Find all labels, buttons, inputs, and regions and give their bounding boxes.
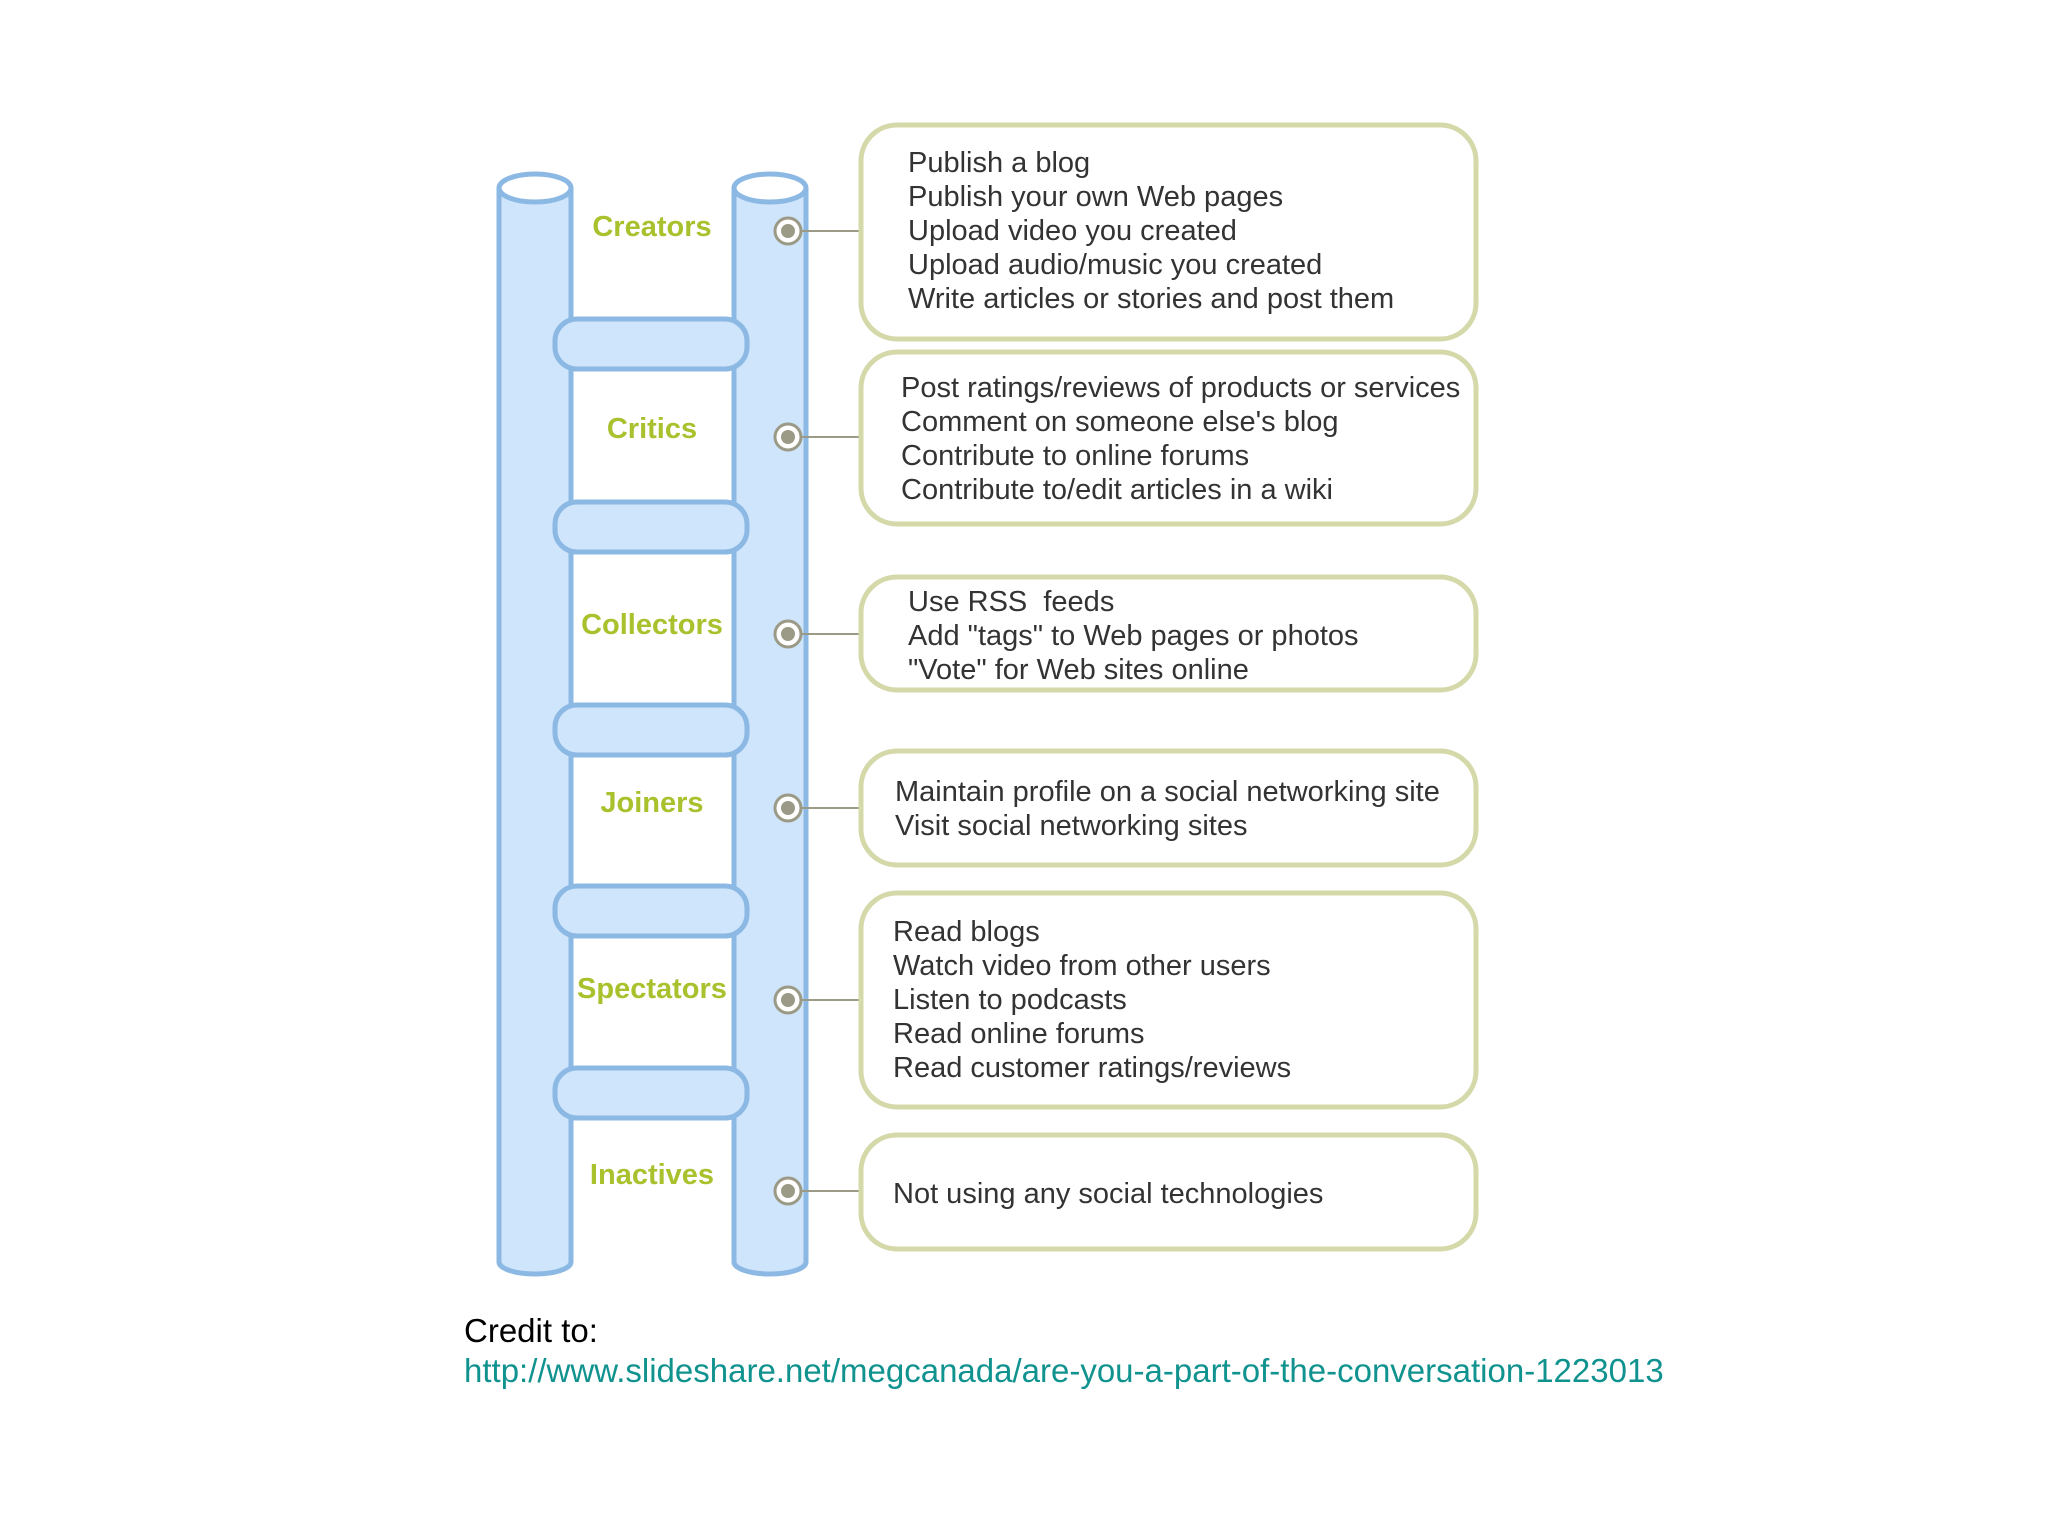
activity-box-inactives — [858, 1132, 1479, 1252]
ladder-rungs — [552, 316, 750, 1121]
activity-item: Upload audio/music you created — [908, 249, 1322, 281]
activity-item: Read online forums — [893, 1018, 1144, 1050]
connector-dot-collectors — [773, 619, 803, 649]
activity-box-creators — [858, 122, 1479, 342]
activity-item: Maintain profile on a social networking … — [895, 776, 1440, 808]
left-pole-body — [496, 188, 574, 1277]
activity-item: Publish your own Web pages — [908, 181, 1283, 213]
level-label-critics: Critics — [607, 413, 697, 445]
level-label-creators: Creators — [592, 211, 711, 243]
activity-item: Upload video you created — [908, 215, 1237, 247]
ladder-rung-1 — [552, 316, 750, 372]
activity-item: Not using any social technologies — [893, 1178, 1323, 1210]
activity-box-collectors — [858, 574, 1479, 693]
right-pole-top — [731, 171, 809, 205]
connector-dot-spectators — [773, 985, 803, 1015]
activity-item: Write articles or stories and post them — [908, 283, 1394, 315]
credit-label: Credit to: — [464, 1312, 598, 1349]
left-pole-top — [496, 171, 574, 205]
activity-item: Publish a blog — [908, 147, 1090, 179]
connector-dot-critics — [773, 422, 803, 452]
connector-dot-creators — [773, 216, 803, 246]
level-joiners: Joiners Maintain profile on a social netw… — [600, 748, 1479, 868]
level-label-joiners: Joiners — [600, 787, 703, 819]
activity-box-critics — [858, 349, 1479, 527]
activity-item: Watch video from other users — [893, 950, 1271, 982]
level-label-collectors: Collectors — [581, 609, 723, 641]
activity-item: "Vote" for Web sites online — [908, 654, 1249, 686]
activity-item: Visit social networking sites — [895, 810, 1247, 842]
activity-item: Contribute to/edit articles in a wiki — [901, 474, 1333, 506]
activity-item: Read customer ratings/reviews — [893, 1052, 1291, 1084]
activity-item: Comment on someone else's blog — [901, 406, 1339, 438]
ladder-rung-2 — [552, 499, 750, 555]
left-pole — [496, 171, 574, 1277]
activity-box-spectators — [858, 890, 1479, 1110]
activity-item: Add "tags" to Web pages or photos — [908, 620, 1359, 652]
ladder-poles — [496, 171, 809, 1277]
ladder-rung-4 — [552, 883, 750, 939]
level-label-spectators: Spectators — [577, 973, 727, 1005]
connector-dot-joiners — [773, 793, 803, 823]
activity-item: Listen to podcasts — [893, 984, 1127, 1016]
credit-link[interactable]: http://www.slideshare.net/megcanada/are-… — [464, 1352, 1664, 1389]
activity-box-joiners — [858, 748, 1479, 868]
activity-item: Read blogs — [893, 916, 1040, 948]
activity-item: Use RSS feeds — [908, 586, 1114, 618]
level-label-inactives: Inactives — [590, 1159, 714, 1191]
ladder-rung-3 — [552, 702, 750, 758]
ladder-rung-5 — [552, 1065, 750, 1121]
connector-dot-inactives — [773, 1176, 803, 1206]
activity-item: Contribute to online forums — [901, 440, 1249, 472]
activity-item: Post ratings/reviews of products or serv… — [901, 372, 1460, 404]
level-critics: Critics Post ratings/reviews of products … — [607, 349, 1479, 527]
